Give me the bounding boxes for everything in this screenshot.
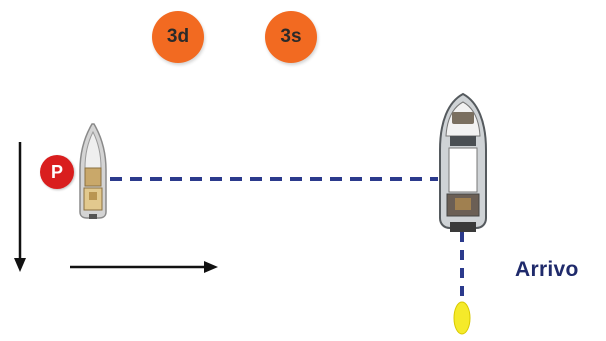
badge-3s: 3s bbox=[265, 11, 317, 63]
buoy-icon bbox=[453, 301, 471, 335]
arrow-down-icon bbox=[14, 142, 26, 272]
arrival-label: Arrivo bbox=[515, 258, 579, 281]
small-boat-icon bbox=[79, 123, 107, 219]
badge-3d: 3d bbox=[152, 11, 204, 63]
badge-3d-label: 3d bbox=[166, 26, 190, 47]
badge-3s-label: 3s bbox=[280, 26, 302, 47]
start-marker: P bbox=[40, 155, 74, 189]
start-marker-label: P bbox=[50, 161, 63, 182]
arrow-right-icon bbox=[70, 261, 218, 273]
large-boat-icon bbox=[439, 92, 487, 232]
